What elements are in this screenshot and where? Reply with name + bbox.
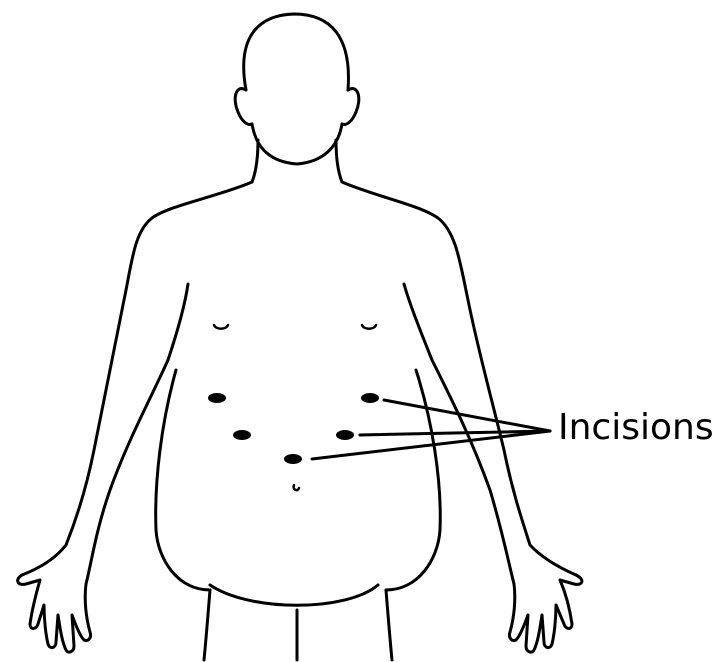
right-nipple xyxy=(362,325,376,329)
right-shoulder-arm-outer xyxy=(342,182,576,575)
left-nipple xyxy=(214,325,228,329)
left-arm-inner xyxy=(86,284,188,584)
navel xyxy=(294,485,299,490)
incision-upper-right xyxy=(361,393,379,403)
left-hand xyxy=(18,575,91,652)
neck-right xyxy=(336,140,342,182)
incision-upper-left xyxy=(208,393,226,403)
left-ear xyxy=(235,89,252,125)
incision-middle-left xyxy=(233,430,251,440)
face-lower xyxy=(252,124,342,164)
left-leg-outer xyxy=(204,590,210,660)
leader-line-upper xyxy=(384,400,550,431)
right-ear xyxy=(342,89,359,125)
right-hand xyxy=(509,575,581,652)
incision-middle-right xyxy=(336,430,354,440)
incisions-label: Incisions xyxy=(558,410,714,446)
left-shoulder-arm-outer xyxy=(22,182,252,575)
left-torso xyxy=(156,370,210,590)
incision-lower-center xyxy=(284,454,302,464)
belly-fold xyxy=(210,585,378,605)
head xyxy=(244,14,349,90)
right-leg-outer xyxy=(386,590,392,660)
neck-left xyxy=(252,140,258,182)
